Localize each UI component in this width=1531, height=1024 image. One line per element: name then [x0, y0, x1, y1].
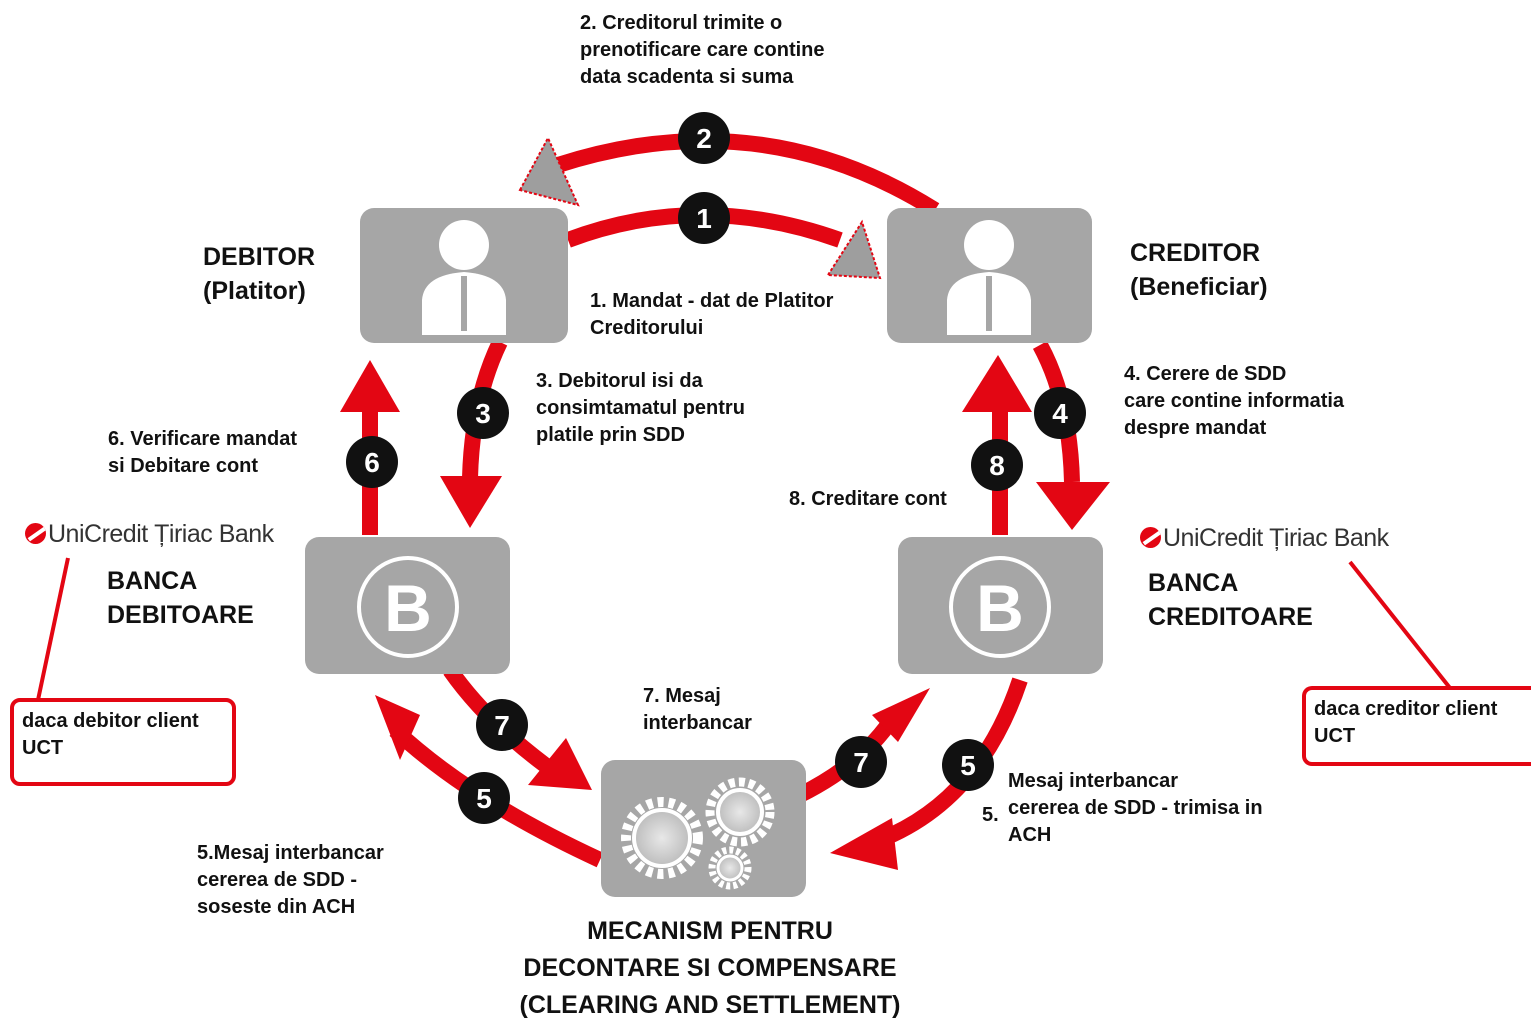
arrowhead-5-right [830, 818, 898, 870]
connector-right [1348, 560, 1452, 690]
step-6-label: 6. Verificare mandat si Debitare cont [108, 428, 297, 477]
connector-left [36, 557, 70, 701]
banca-debitoare-box: B [305, 537, 510, 674]
svg-text:8: 8 [989, 450, 1005, 481]
badge-4: 4 [1034, 387, 1086, 439]
bank-icon [357, 556, 459, 658]
unicredit-mark-icon [25, 523, 46, 544]
arrowhead-6 [340, 360, 400, 412]
unicredit-logo-left: UniCredit Țiriac Bank [25, 520, 274, 549]
step-8-label: 8. Creditare cont [789, 488, 947, 510]
svg-text:5: 5 [960, 750, 976, 781]
badges: 2 1 3 6 4 8 7 5 7 5 [346, 112, 1086, 824]
arrowhead-8 [962, 355, 1032, 412]
badge-3: 3 [457, 387, 509, 439]
svg-text:4: 4 [1052, 398, 1068, 429]
step-5-right-label: Mesaj interbancar cererea de SDD - trimi… [1008, 770, 1263, 846]
creditor-box [887, 208, 1092, 343]
arrowhead-3 [440, 476, 502, 528]
badge-1: 1 [678, 192, 730, 244]
banca-debitoare-title: BANCA DEBITOARE [107, 567, 254, 629]
step-7-label: 7. Mesaj interbancar [643, 685, 752, 734]
debitor-title: DEBITOR (Platitor) [203, 243, 316, 305]
svg-text:5: 5 [476, 783, 492, 814]
arrowhead-7-right [872, 688, 930, 742]
person-head-icon [964, 220, 1014, 270]
svg-text:3: 3 [475, 398, 491, 429]
arrowhead-1 [826, 219, 882, 280]
unicredit-mark-icon [1140, 527, 1161, 548]
unicredit-logo-right: UniCredit Țiriac Bank [1140, 524, 1389, 553]
badge-2: 2 [678, 112, 730, 164]
bank-icon [949, 556, 1051, 658]
svg-text:2: 2 [696, 123, 712, 154]
badge-7-right: 7 [835, 736, 887, 788]
badge-8: 8 [971, 439, 1023, 491]
arrowhead-5-left [375, 695, 420, 760]
badge-5-left: 5 [458, 772, 510, 824]
badge-5-right: 5 [942, 739, 994, 791]
step-4-label: 4. Cerere de SDD care contine informatia… [1124, 363, 1345, 439]
debitor-box [360, 208, 568, 343]
step-2-label: 2. Creditorul trimite o prenotificare ca… [580, 12, 825, 88]
arrowhead-2 [518, 135, 580, 207]
badge-6: 6 [346, 436, 398, 488]
arrowhead-4 [1036, 482, 1110, 530]
badge-7-left: 7 [476, 699, 528, 751]
step-3-label: 3. Debitorul isi da consimtamatul pentru… [536, 370, 745, 446]
creditor-title: CREDITOR (Beneficiar) [1130, 239, 1268, 301]
callout-debitor-client: daca debitor client UCT [10, 698, 236, 786]
step-5-left-label: 5.Mesaj interbancar cererea de SDD - sos… [197, 842, 384, 918]
bank-icon-letter: B [384, 571, 432, 645]
banca-creditoare-title: BANCA CREDITOARE [1148, 569, 1313, 631]
svg-text:6: 6 [364, 447, 380, 478]
step-1-label: 1. Mandat - dat de Platitor Creditorului [590, 290, 834, 339]
mecanism-box [601, 760, 806, 897]
person-head-icon [439, 220, 489, 270]
gears-icon [621, 777, 775, 890]
svg-text:7: 7 [494, 710, 510, 741]
arrowhead-7-left [528, 738, 592, 790]
mecanism-title: MECANISM PENTRU DECONTARE SI COMPENSARE … [519, 917, 901, 1019]
svg-text:7: 7 [853, 747, 869, 778]
arrowheads [340, 135, 1110, 870]
callout-creditor-client: daca creditor client UCT [1302, 686, 1531, 766]
bank-icon-letter: B [976, 571, 1024, 645]
svg-text:1: 1 [696, 203, 712, 234]
arrow-2-creditor-to-debitor [555, 132, 940, 217]
step-5-right-prefix: 5. [982, 804, 999, 826]
banca-creditoare-box: B [898, 537, 1103, 674]
